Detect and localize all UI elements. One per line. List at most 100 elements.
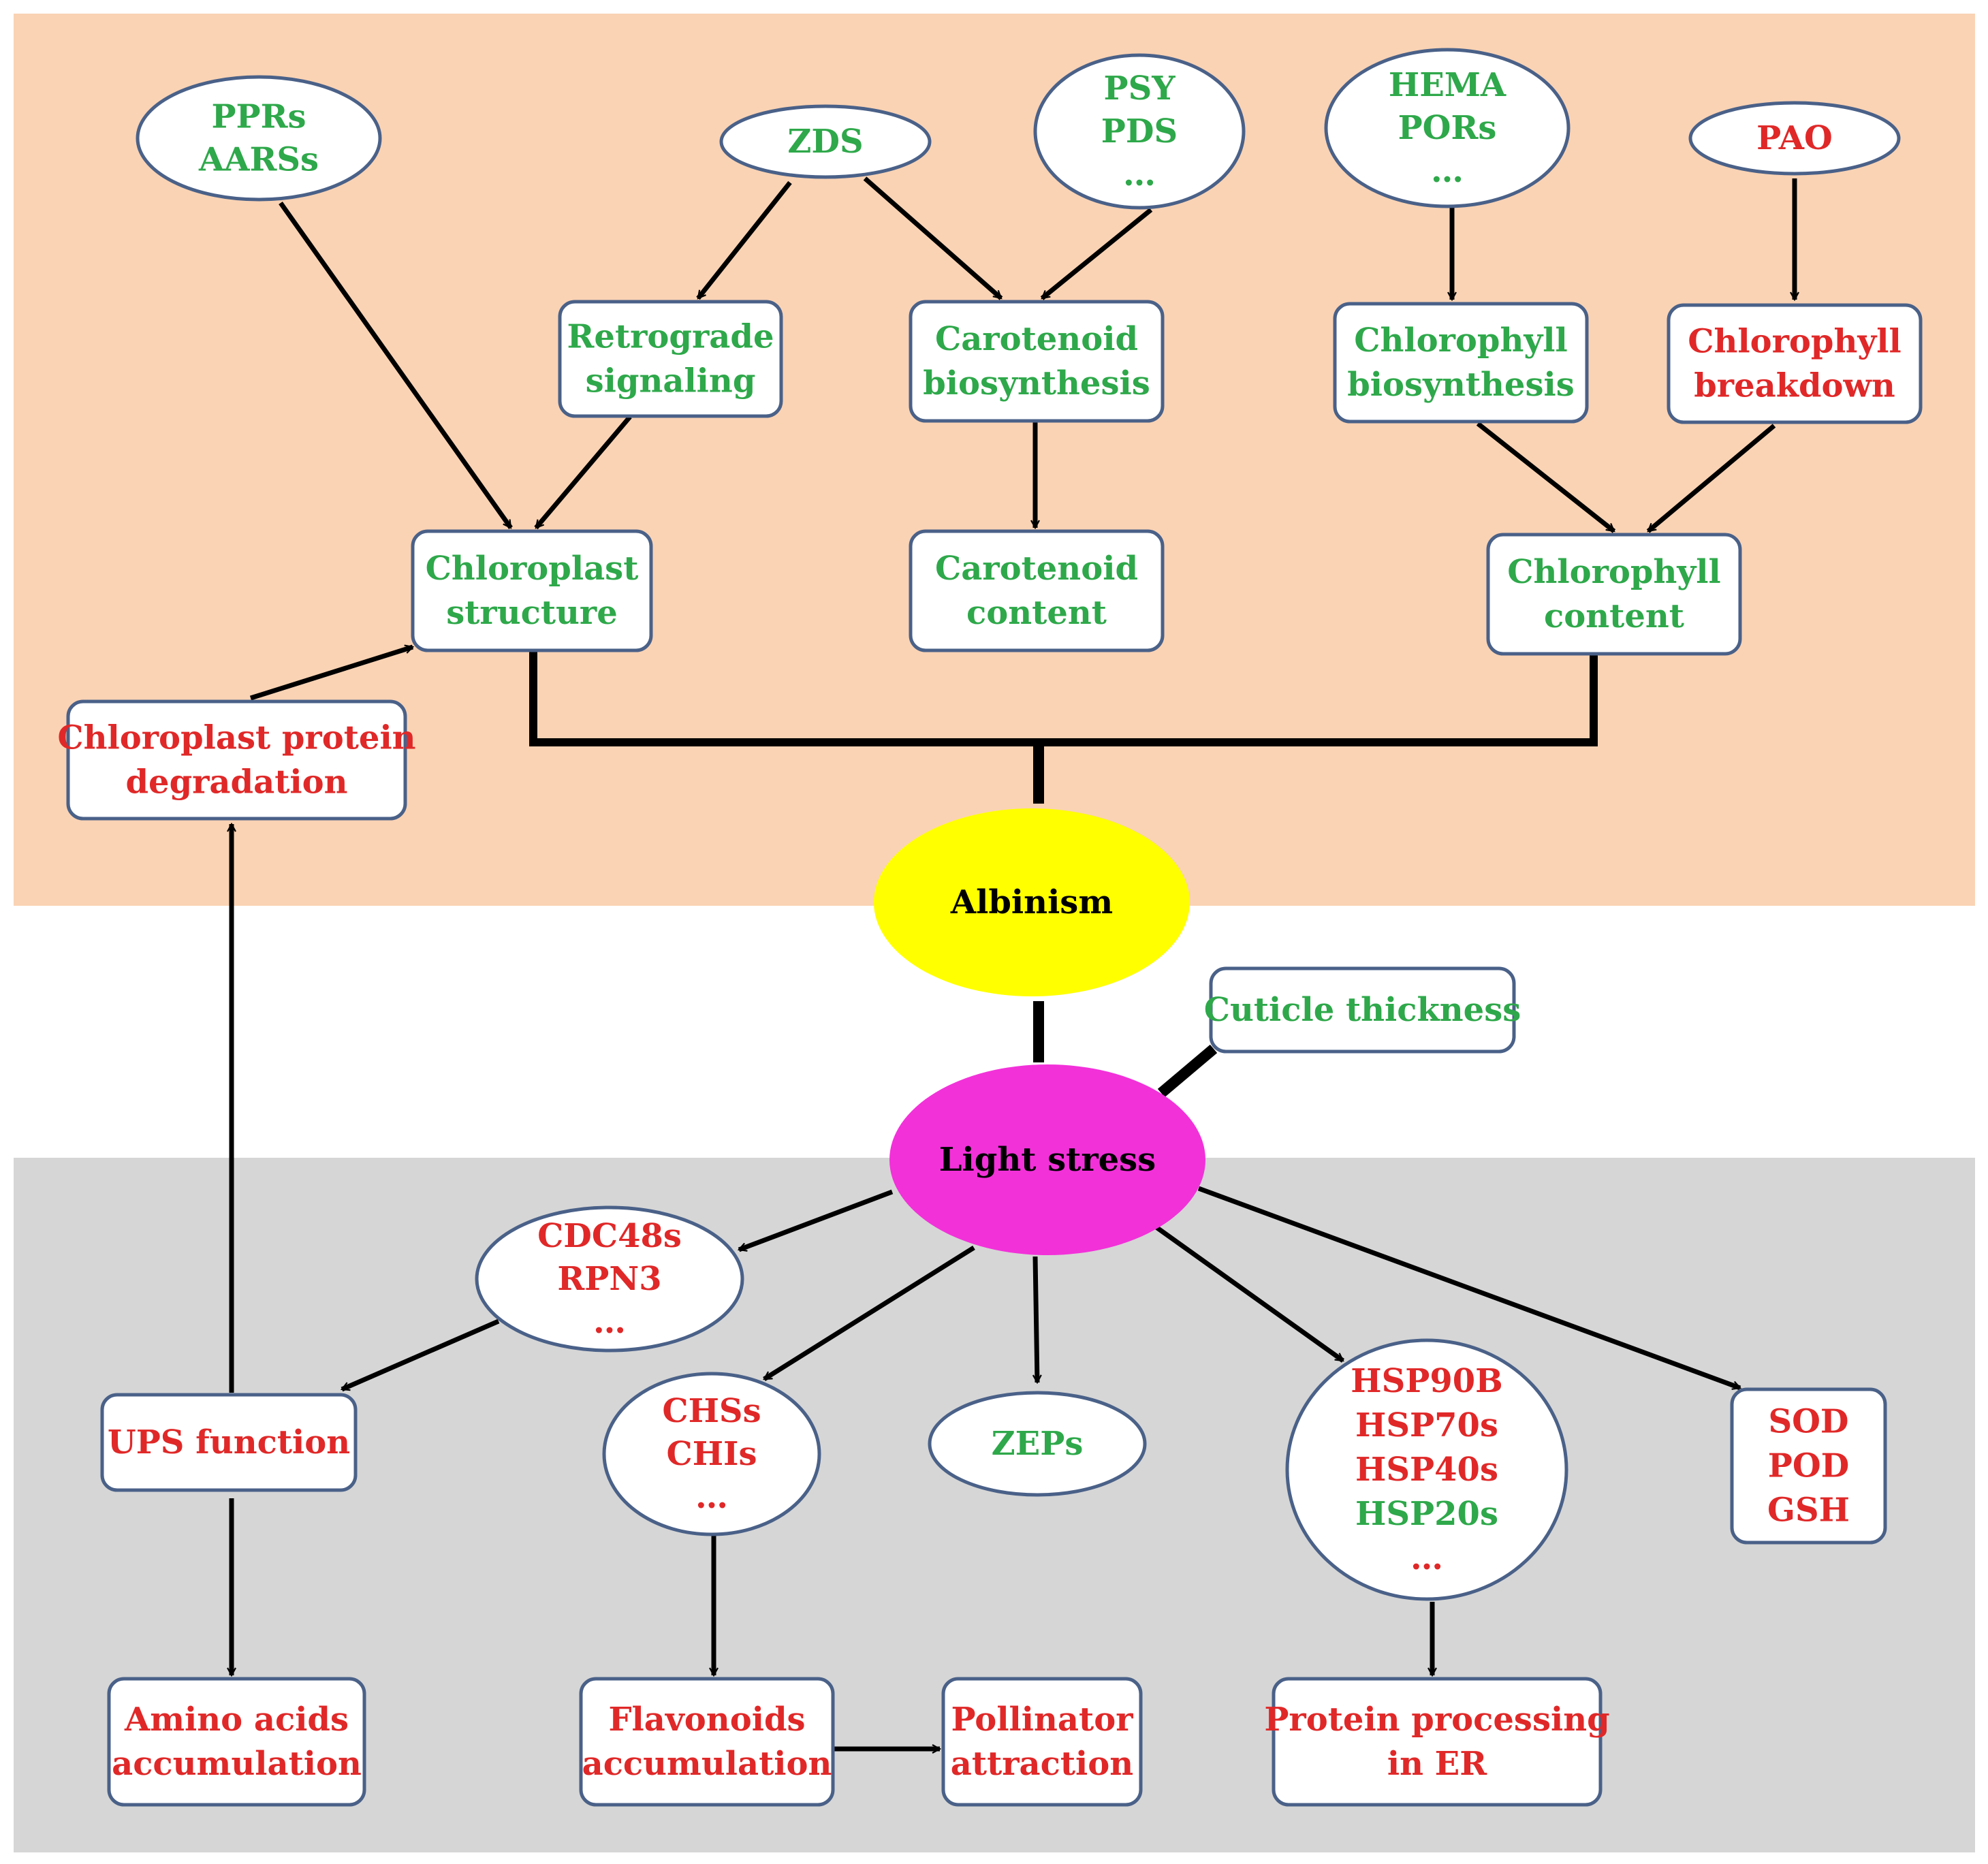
arrow-psy-to-carotenoid-biosynthesis	[1040, 208, 1153, 300]
node-label-line: CHSs	[662, 1392, 761, 1430]
node-label-line: GSH	[1767, 1491, 1850, 1530]
node-flavonoids: Flavonoids accumulation	[579, 1677, 835, 1807]
node-chloro-deg: Chloroplast protein degradation	[57, 699, 416, 821]
node-label-line: CDC48s	[537, 1217, 682, 1255]
node-box	[1209, 966, 1516, 1054]
node-label-line: HSP90B	[1351, 1362, 1502, 1400]
node-label-line: PORs	[1398, 109, 1497, 147]
connectors	[232, 176, 1795, 1749]
arrow-chl-biosynthesis-to-content	[1476, 422, 1616, 533]
arrow-cuticle-to-light-stress	[1157, 1044, 1218, 1098]
node-shape	[136, 75, 382, 202]
arrow-retrograde-to-structure	[534, 415, 632, 530]
node-box	[107, 1677, 366, 1807]
node-box	[1272, 1677, 1603, 1807]
node-label-line: Chlorophyll	[1688, 323, 1901, 361]
node-label-line: signaling	[586, 362, 756, 400]
node-label-line: HSP20s	[1355, 1495, 1498, 1533]
node-zeps: ZEPs	[928, 1391, 1147, 1497]
arrow-zds-to-retrograde	[696, 180, 792, 300]
node-hema: HEMAPORs…	[1324, 48, 1571, 208]
arrow-light-to-chs	[764, 1246, 975, 1381]
node-label-line: POD	[1768, 1447, 1850, 1485]
node-label-line: Cuticle thickness	[1204, 991, 1521, 1029]
node-label-line: Chloroplast	[426, 550, 639, 588]
node-shape	[602, 1372, 821, 1536]
arrow-cdc48-to-ups	[342, 1318, 500, 1392]
node-label-line: SOD	[1768, 1403, 1848, 1441]
node-shape	[928, 1391, 1147, 1497]
node-box	[909, 300, 1165, 423]
node-label-line: Carotenoid	[935, 320, 1138, 358]
arrow-light-to-cdc48	[739, 1189, 894, 1252]
node-label-line: Chloroplast protein	[57, 719, 415, 757]
arrow-degradation-to-structure	[249, 647, 413, 701]
node-box	[558, 300, 783, 418]
node-hsp: HSP90BHSP70sHSP40sHSP20s…	[1285, 1338, 1568, 1601]
node-label-line: biosynthesis	[1347, 366, 1575, 404]
node-label-line: PSY	[1103, 69, 1176, 108]
node-shape	[1688, 101, 1901, 176]
node-chl-bio: Chlorophyll biosynthesis	[1333, 302, 1589, 424]
node-label-line: Protein processing	[1264, 1701, 1609, 1739]
node-label-line: …	[1410, 1539, 1443, 1577]
node-label-line: biosynthesis	[923, 364, 1150, 402]
node-label-line: degradation	[125, 763, 347, 802]
node-label-line: Chlorophyll	[1354, 321, 1567, 360]
node-sod: SOD POD GSH	[1730, 1387, 1887, 1545]
node-label-line: ZDS	[787, 123, 863, 161]
node-label-line: …	[593, 1303, 626, 1341]
node-box	[1667, 303, 1923, 424]
node-cuticle: Cuticle thickness	[1204, 966, 1521, 1054]
node-box	[1333, 302, 1589, 424]
node-chs: CHSsCHIs …	[602, 1372, 821, 1536]
node-light-stress: Light stress	[889, 1064, 1205, 1255]
node-label-line: Flavonoids	[608, 1701, 805, 1739]
node-label-line: AARSs	[198, 141, 319, 179]
node-albinism: Albinism	[874, 808, 1190, 996]
arrow-light-to-sod	[1197, 1186, 1740, 1391]
node-label-line: Albinism	[950, 883, 1113, 921]
node-label-line: Carotenoid	[935, 550, 1138, 588]
node-label-line: Amino acids	[124, 1701, 349, 1739]
node-label-line: Light stress	[939, 1141, 1156, 1179]
node-label-line: attraction	[951, 1745, 1133, 1783]
node-box	[579, 1677, 835, 1807]
node-pao: PAO	[1688, 101, 1901, 176]
node-cdc48: CDC48sRPN3 …	[475, 1205, 744, 1353]
node-label-line: HSP40s	[1355, 1451, 1498, 1489]
node-shape	[1324, 48, 1571, 208]
node-shape	[874, 808, 1190, 996]
node-ups: UPS function	[100, 1393, 358, 1492]
node-box	[1730, 1387, 1887, 1545]
arrow-light-to-zeps	[1035, 1256, 1037, 1383]
node-box	[66, 699, 407, 821]
node-label-line: UPS function	[108, 1423, 350, 1462]
node-label-line: CHIs	[666, 1435, 757, 1473]
node-label-line: …	[695, 1478, 728, 1516]
node-box	[941, 1677, 1143, 1807]
node-chl-break: Chlorophyll breakdown	[1667, 303, 1923, 424]
node-label-line: accumulation	[582, 1745, 832, 1783]
arrow-pprs-to-structure	[279, 201, 513, 530]
node-label-line: breakdown	[1694, 367, 1895, 405]
node-shape	[475, 1205, 744, 1353]
node-box	[909, 529, 1165, 652]
arrow-light-to-hsp	[1152, 1224, 1345, 1363]
connector-structure-bus	[529, 650, 1598, 746]
arrow-chl-breakdown-to-content	[1646, 424, 1776, 533]
node-label-line: ZEPs	[992, 1425, 1084, 1463]
node-shape	[1285, 1338, 1568, 1601]
node-shape	[719, 104, 932, 179]
node-label-line: Retrograde	[567, 318, 774, 356]
node-label-line: PPRs	[211, 98, 306, 136]
node-label-line: RPN3	[557, 1260, 661, 1298]
arrow-zds-to-carotenoid-biosynthesis	[863, 176, 1003, 300]
